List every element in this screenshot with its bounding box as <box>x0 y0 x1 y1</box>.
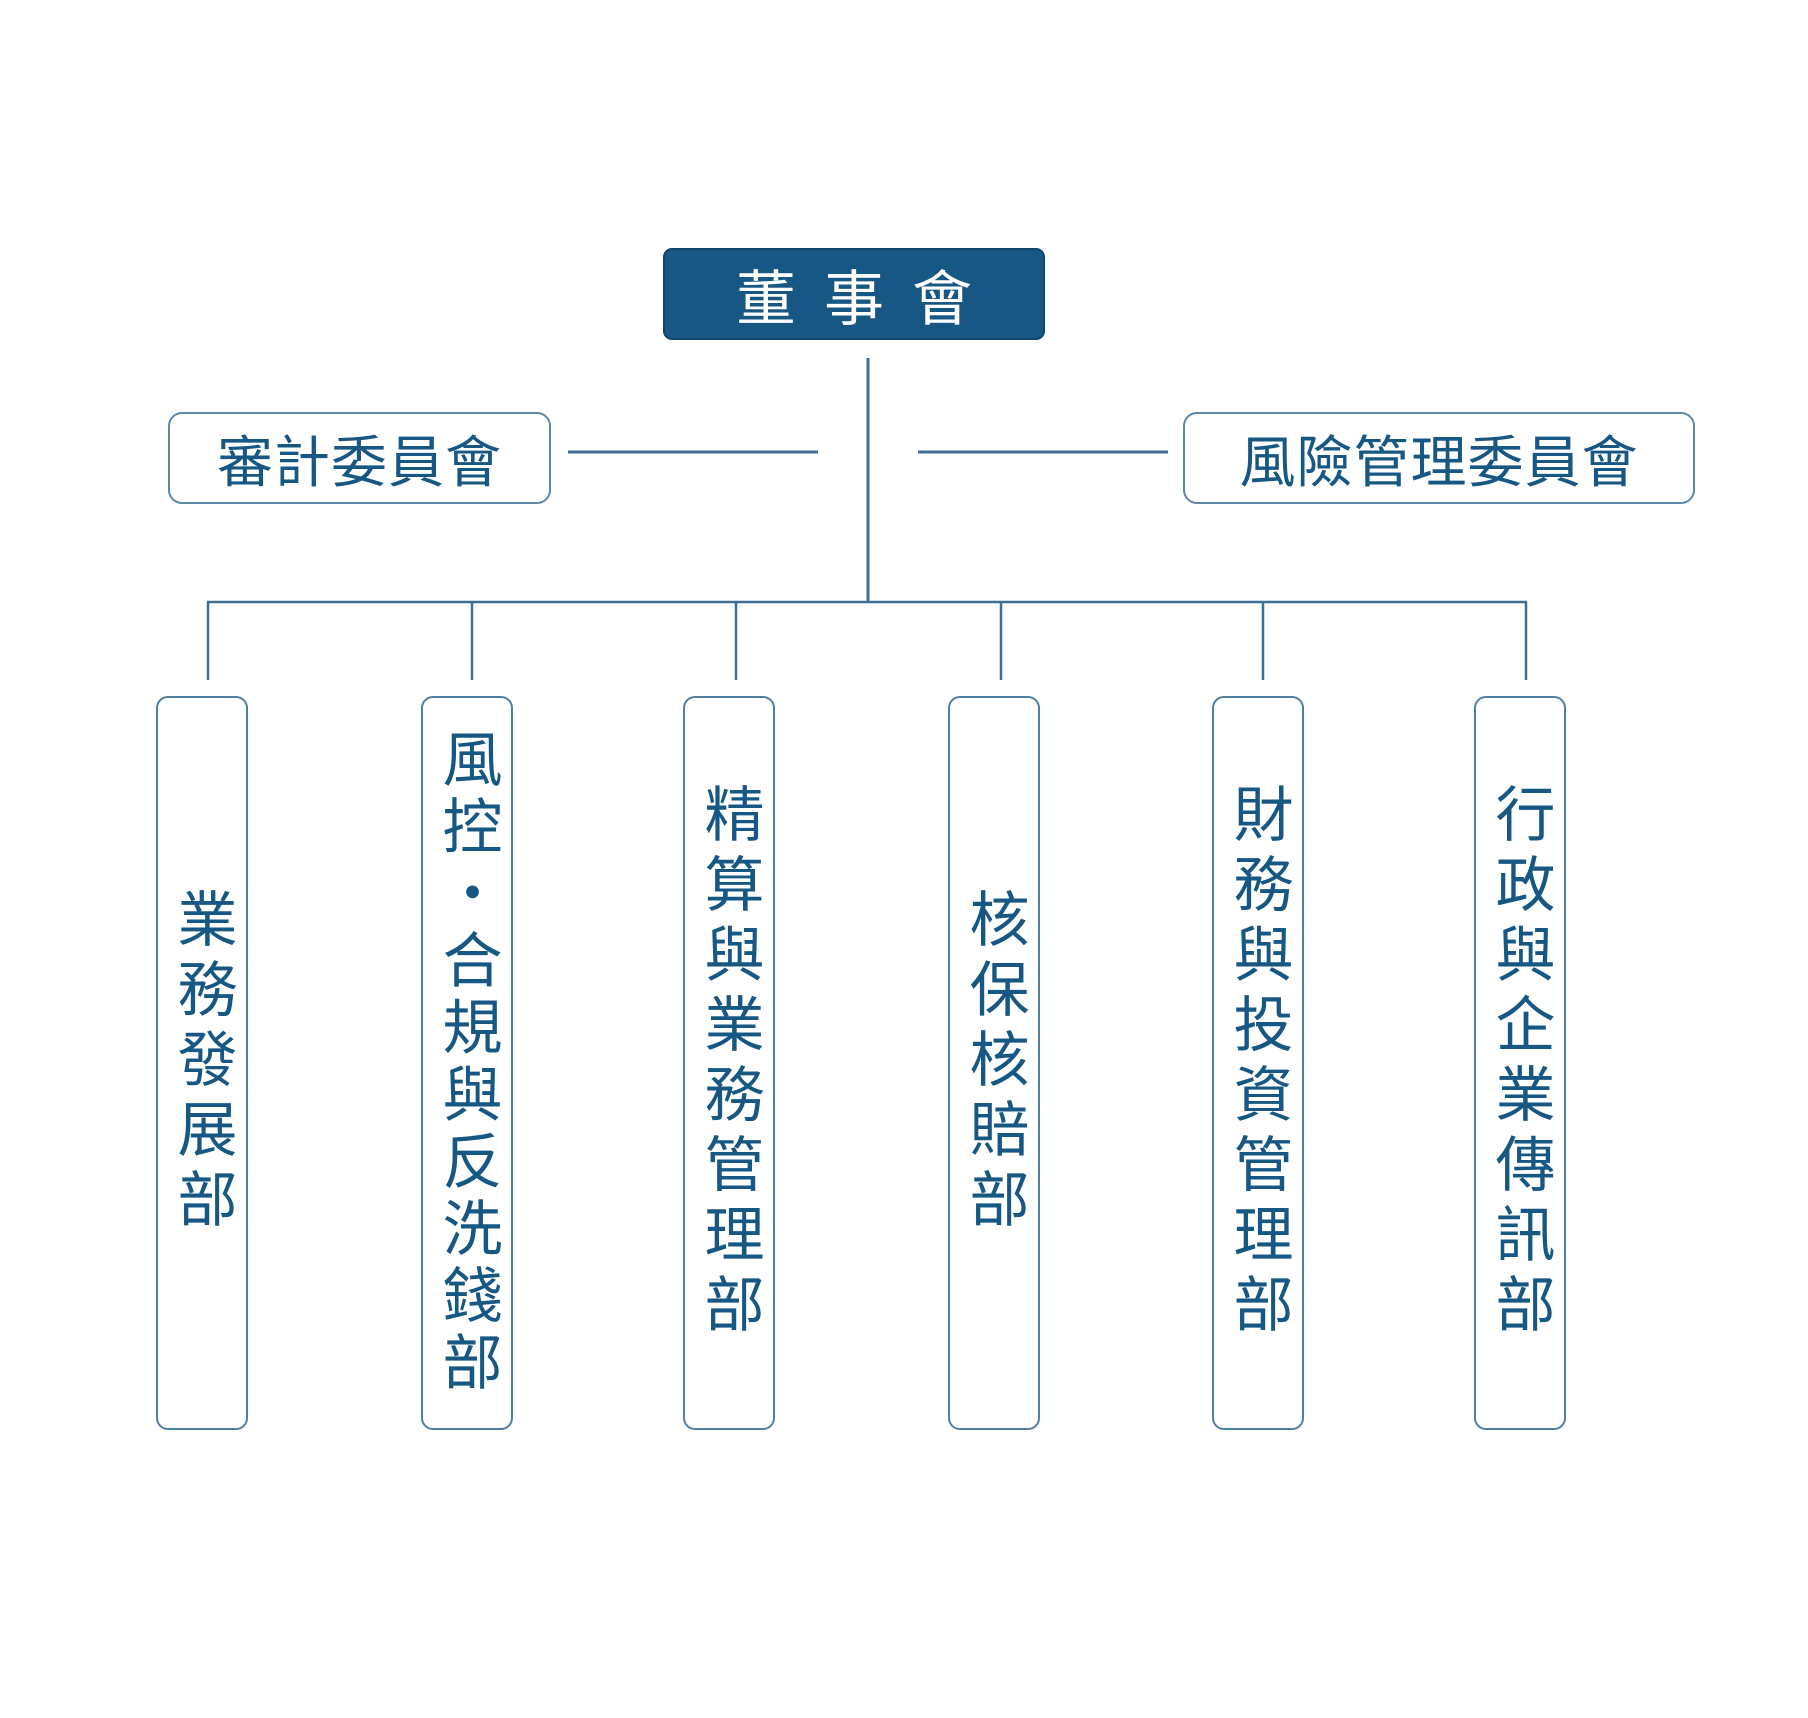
audit-committee-box: 審計委員會 <box>168 412 551 504</box>
department-label: 財務與投資管理部 <box>1223 783 1293 1343</box>
department-box-finance-investment: 財務與投資管理部 <box>1212 696 1304 1430</box>
department-box-actuarial-business-management: 精算與業務管理部 <box>683 696 775 1430</box>
department-box-administration-corporate-communications: 行政與企業傳訊部 <box>1474 696 1566 1430</box>
department-label: 業務發展部 <box>167 888 237 1238</box>
risk-management-committee-box: 風險管理委員會 <box>1183 412 1695 504</box>
audit-committee-label: 審計委員會 <box>217 430 502 496</box>
board-of-directors-box: 董事會 <box>663 248 1045 340</box>
department-label: 核保核賠部 <box>959 888 1029 1238</box>
board-of-directors-label: 董事會 <box>736 264 1000 335</box>
department-box-risk-compliance-aml: 風控・合規與反洗錢部 <box>421 696 513 1430</box>
department-label: 風控・合規與反洗錢部 <box>432 728 502 1398</box>
department-label: 行政與企業傳訊部 <box>1485 783 1555 1343</box>
department-box-underwriting-claims: 核保核賠部 <box>948 696 1040 1430</box>
department-box-business-development: 業務發展部 <box>156 696 248 1430</box>
department-label: 精算與業務管理部 <box>694 783 764 1343</box>
risk-management-committee-label: 風險管理委員會 <box>1239 430 1639 496</box>
